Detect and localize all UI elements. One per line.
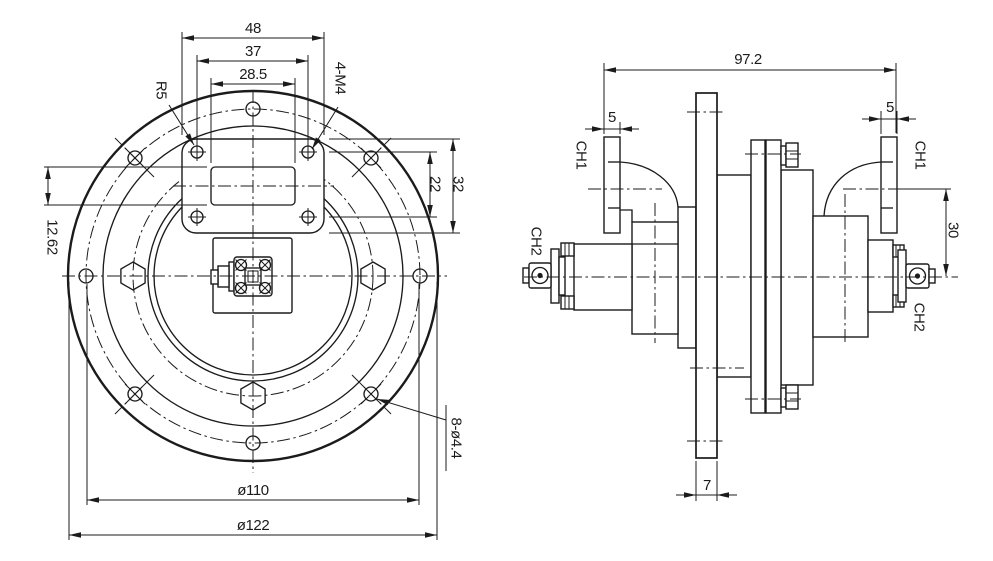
- label-ch2-right: CH2: [911, 303, 928, 332]
- rotor-bolt-bottom: [780, 384, 799, 410]
- dim-screw-span-v: 22: [427, 176, 444, 192]
- dim-disc-thickness: 7: [703, 477, 711, 494]
- label-ch1-left: CH1: [573, 141, 590, 170]
- rotor-bolt-top: [780, 142, 799, 168]
- front-hex-screws: [120, 261, 386, 411]
- right-mount-block: [867, 239, 894, 313]
- left-step: [620, 209, 633, 222]
- connector-tip: [210, 269, 219, 285]
- side-dimensions: 97.2 5 5 30 7: [585, 51, 962, 501]
- hole-nw: [124, 147, 146, 169]
- dim-aperture-width: 28.5: [239, 66, 267, 83]
- hex-left: [120, 261, 146, 291]
- dim-right-flange-thickness: 5: [886, 99, 894, 116]
- port-labels: CH1 CH1 CH2 CH2: [528, 141, 929, 332]
- right-elbow-arc: [823, 161, 882, 217]
- dim-bolt-hole-spec: 8-ø4.4: [448, 418, 465, 459]
- hole-sw: [124, 383, 146, 405]
- hole-right: [412, 268, 428, 284]
- front-dimensions: 48 37 28.5 R5 4-M4 22 32: [44, 20, 467, 540]
- left-elbow-arc: [619, 161, 679, 208]
- side-body: [573, 92, 898, 459]
- left-coax-connector: [522, 242, 575, 310]
- right-waveguide-flange: [880, 136, 898, 234]
- side-view: 97.2 5 5 30 7: [522, 51, 962, 501]
- dim-corner-radius: R5: [153, 81, 170, 99]
- hole-se: [360, 383, 382, 405]
- hole-left: [78, 268, 94, 284]
- label-ch1-right: CH1: [912, 141, 929, 170]
- hex-bottom: [240, 381, 266, 411]
- hex-right: [360, 261, 386, 291]
- dim-flange-width: 48: [245, 20, 261, 37]
- dim-screw-span-h: 37: [245, 43, 261, 60]
- dim-overall-length: 97.2: [734, 51, 762, 68]
- label-ch2-left: CH2: [528, 227, 545, 256]
- hole-ne: [360, 147, 382, 169]
- side-centerlines: [524, 111, 958, 442]
- front-view: 48 37 28.5 R5 4-M4 22 32: [44, 20, 467, 540]
- dim-aperture-height: 12.62: [44, 219, 61, 255]
- dim-bolt-circle: ø110: [237, 482, 269, 499]
- dim-outer-dia: ø122: [237, 517, 270, 534]
- left-waveguide-flange: [603, 136, 621, 234]
- connector-screws: [234, 258, 272, 295]
- right-hub: [716, 174, 752, 378]
- right-coax-connector: [892, 244, 936, 308]
- hole-top: [245, 101, 261, 117]
- dim-left-flange-thickness: 5: [608, 109, 616, 126]
- dim-port-offset: 30: [945, 222, 962, 238]
- dim-flange-height: 32: [450, 176, 467, 192]
- hole-bottom: [245, 435, 261, 451]
- dim-screw-spec: 4-M4: [332, 62, 349, 95]
- mounting-disc: [695, 92, 718, 459]
